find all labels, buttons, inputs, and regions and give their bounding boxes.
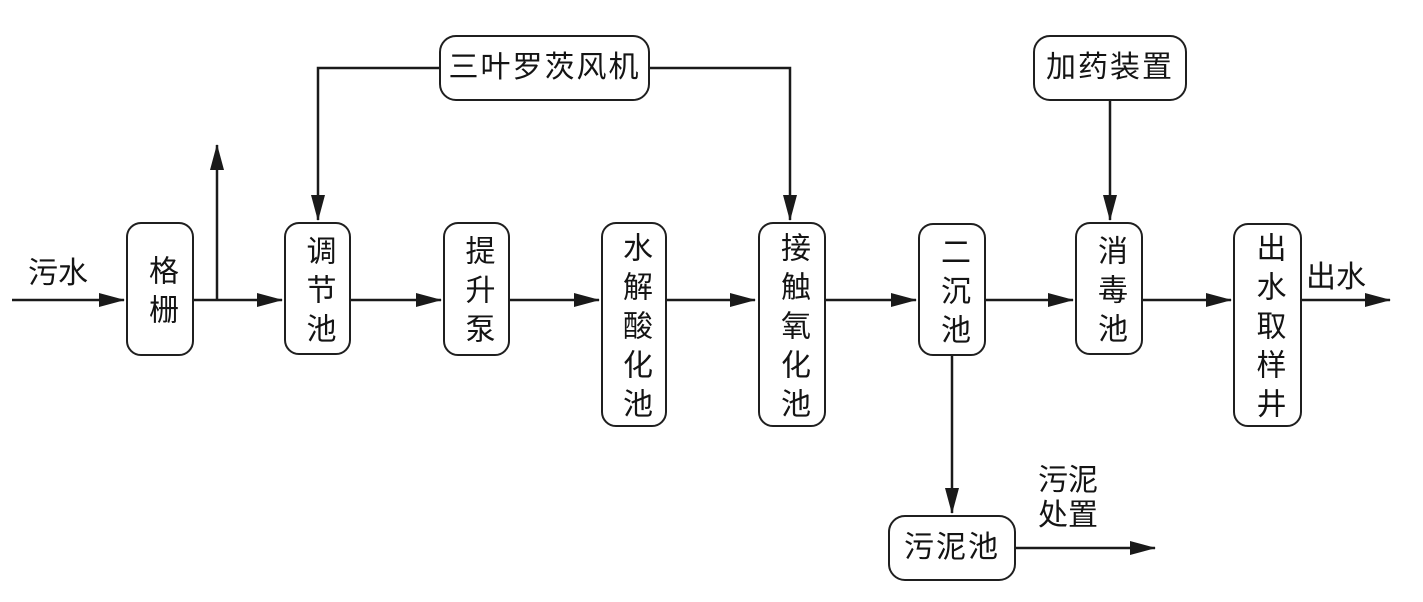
node-secondary-sedimentation-tank-label: 二沉池 — [936, 235, 969, 353]
node-roots-blower: 三叶罗茨风机 — [439, 35, 650, 101]
node-sludge-tank: 污泥池 — [888, 515, 1016, 581]
node-effluent-sampling-well-label: 出水取样井 — [1251, 232, 1285, 427]
node-secondary-sedimentation-tank: 二沉池 — [918, 223, 986, 356]
node-contact-oxidation-tank: 接触氧化池 — [758, 222, 826, 427]
node-lift-pump-label: 提升泵 — [460, 235, 494, 352]
node-screen-label: 格栅 — [144, 254, 177, 333]
node-lift-pump: 提升泵 — [443, 222, 510, 356]
node-effluent-sampling-well: 出水取样井 — [1233, 223, 1302, 427]
node-roots-blower-label: 三叶罗茨风机 — [448, 51, 641, 84]
sludge-disposal-label: 污泥 处置 — [1038, 464, 1098, 532]
node-sludge-tank-label: 污泥池 — [904, 531, 1000, 564]
node-screen: 格栅 — [126, 222, 194, 356]
node-hydrolysis-acidification-tank: 水解酸化池 — [601, 222, 667, 427]
arrow-roots-blower-to-regulating-tank — [311, 66, 439, 221]
node-disinfection-tank: 消毒池 — [1075, 222, 1143, 355]
influent-label: 污水 — [28, 257, 88, 290]
node-disinfection-tank-label: 消毒池 — [1093, 234, 1126, 352]
node-regulating-tank-label: 调节池 — [301, 234, 335, 352]
effluent-label: 出水 — [1306, 261, 1366, 294]
node-hydrolysis-acidification-tank-label: 水解酸化池 — [618, 231, 651, 427]
node-regulating-tank: 调节池 — [284, 222, 351, 355]
arrow-roots-blower-to-contact-oxidation-tank — [650, 66, 797, 221]
node-contact-oxidation-tank-label: 接触氧化池 — [776, 231, 809, 427]
node-dosing-device: 加药装置 — [1033, 35, 1187, 101]
node-dosing-device-label: 加药装置 — [1046, 51, 1174, 84]
